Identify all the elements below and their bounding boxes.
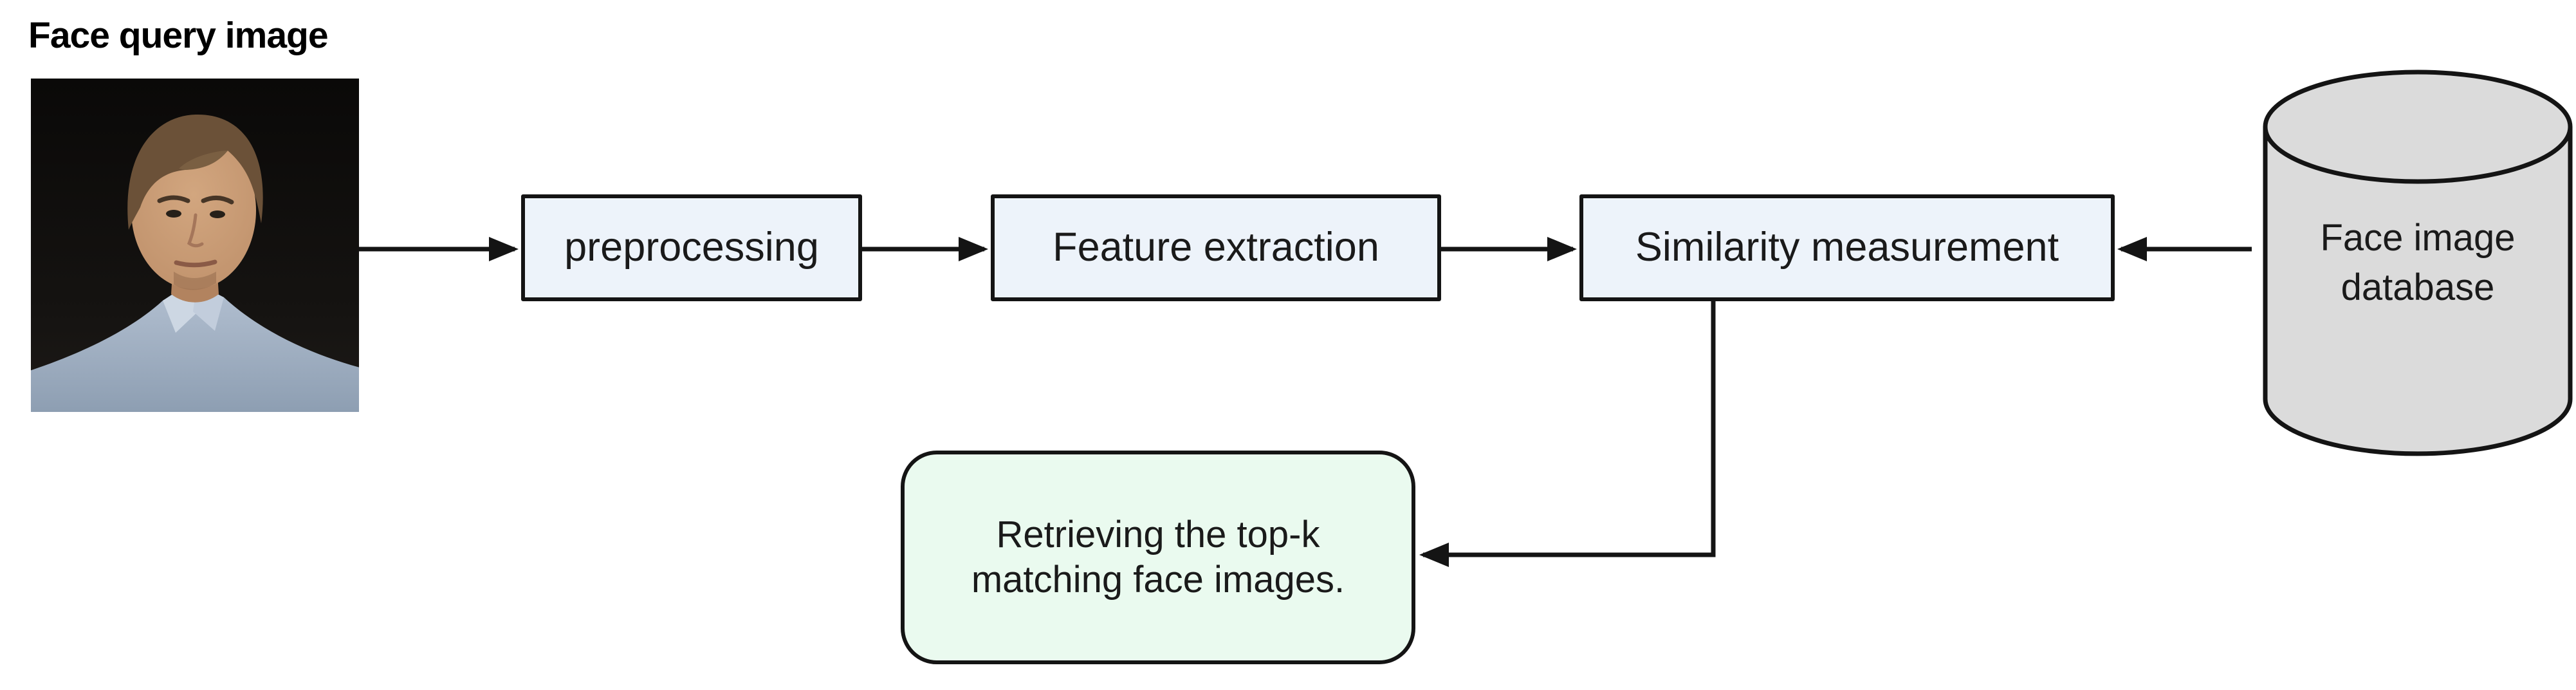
portrait-photo-icon [28,79,362,416]
node-similarity-measurement-label: Similarity measurement [1635,225,2059,270]
node-preprocessing: preprocessing [521,194,862,301]
database-cylinder-icon [2263,70,2573,456]
node-preprocessing-label: preprocessing [564,225,819,270]
node-feature-extraction: Feature extraction [991,194,1441,301]
database-label: Face image database [2265,214,2570,312]
node-similarity-measurement: Similarity measurement [1579,194,2115,301]
node-result-line2: matching face images. [971,559,1345,601]
node-result: Retrieving the top-k matching face image… [901,451,1415,664]
database-label-line2: database [2341,266,2495,308]
node-result-line1: Retrieving the top-k [996,514,1320,556]
node-feature-extraction-label: Feature extraction [1053,225,1379,270]
arrow-similarity-to-result-icon [1419,301,1716,567]
query-image-label: Face query image [28,15,329,56]
query-photo [28,79,362,416]
database-label-line1: Face image [2320,217,2516,259]
